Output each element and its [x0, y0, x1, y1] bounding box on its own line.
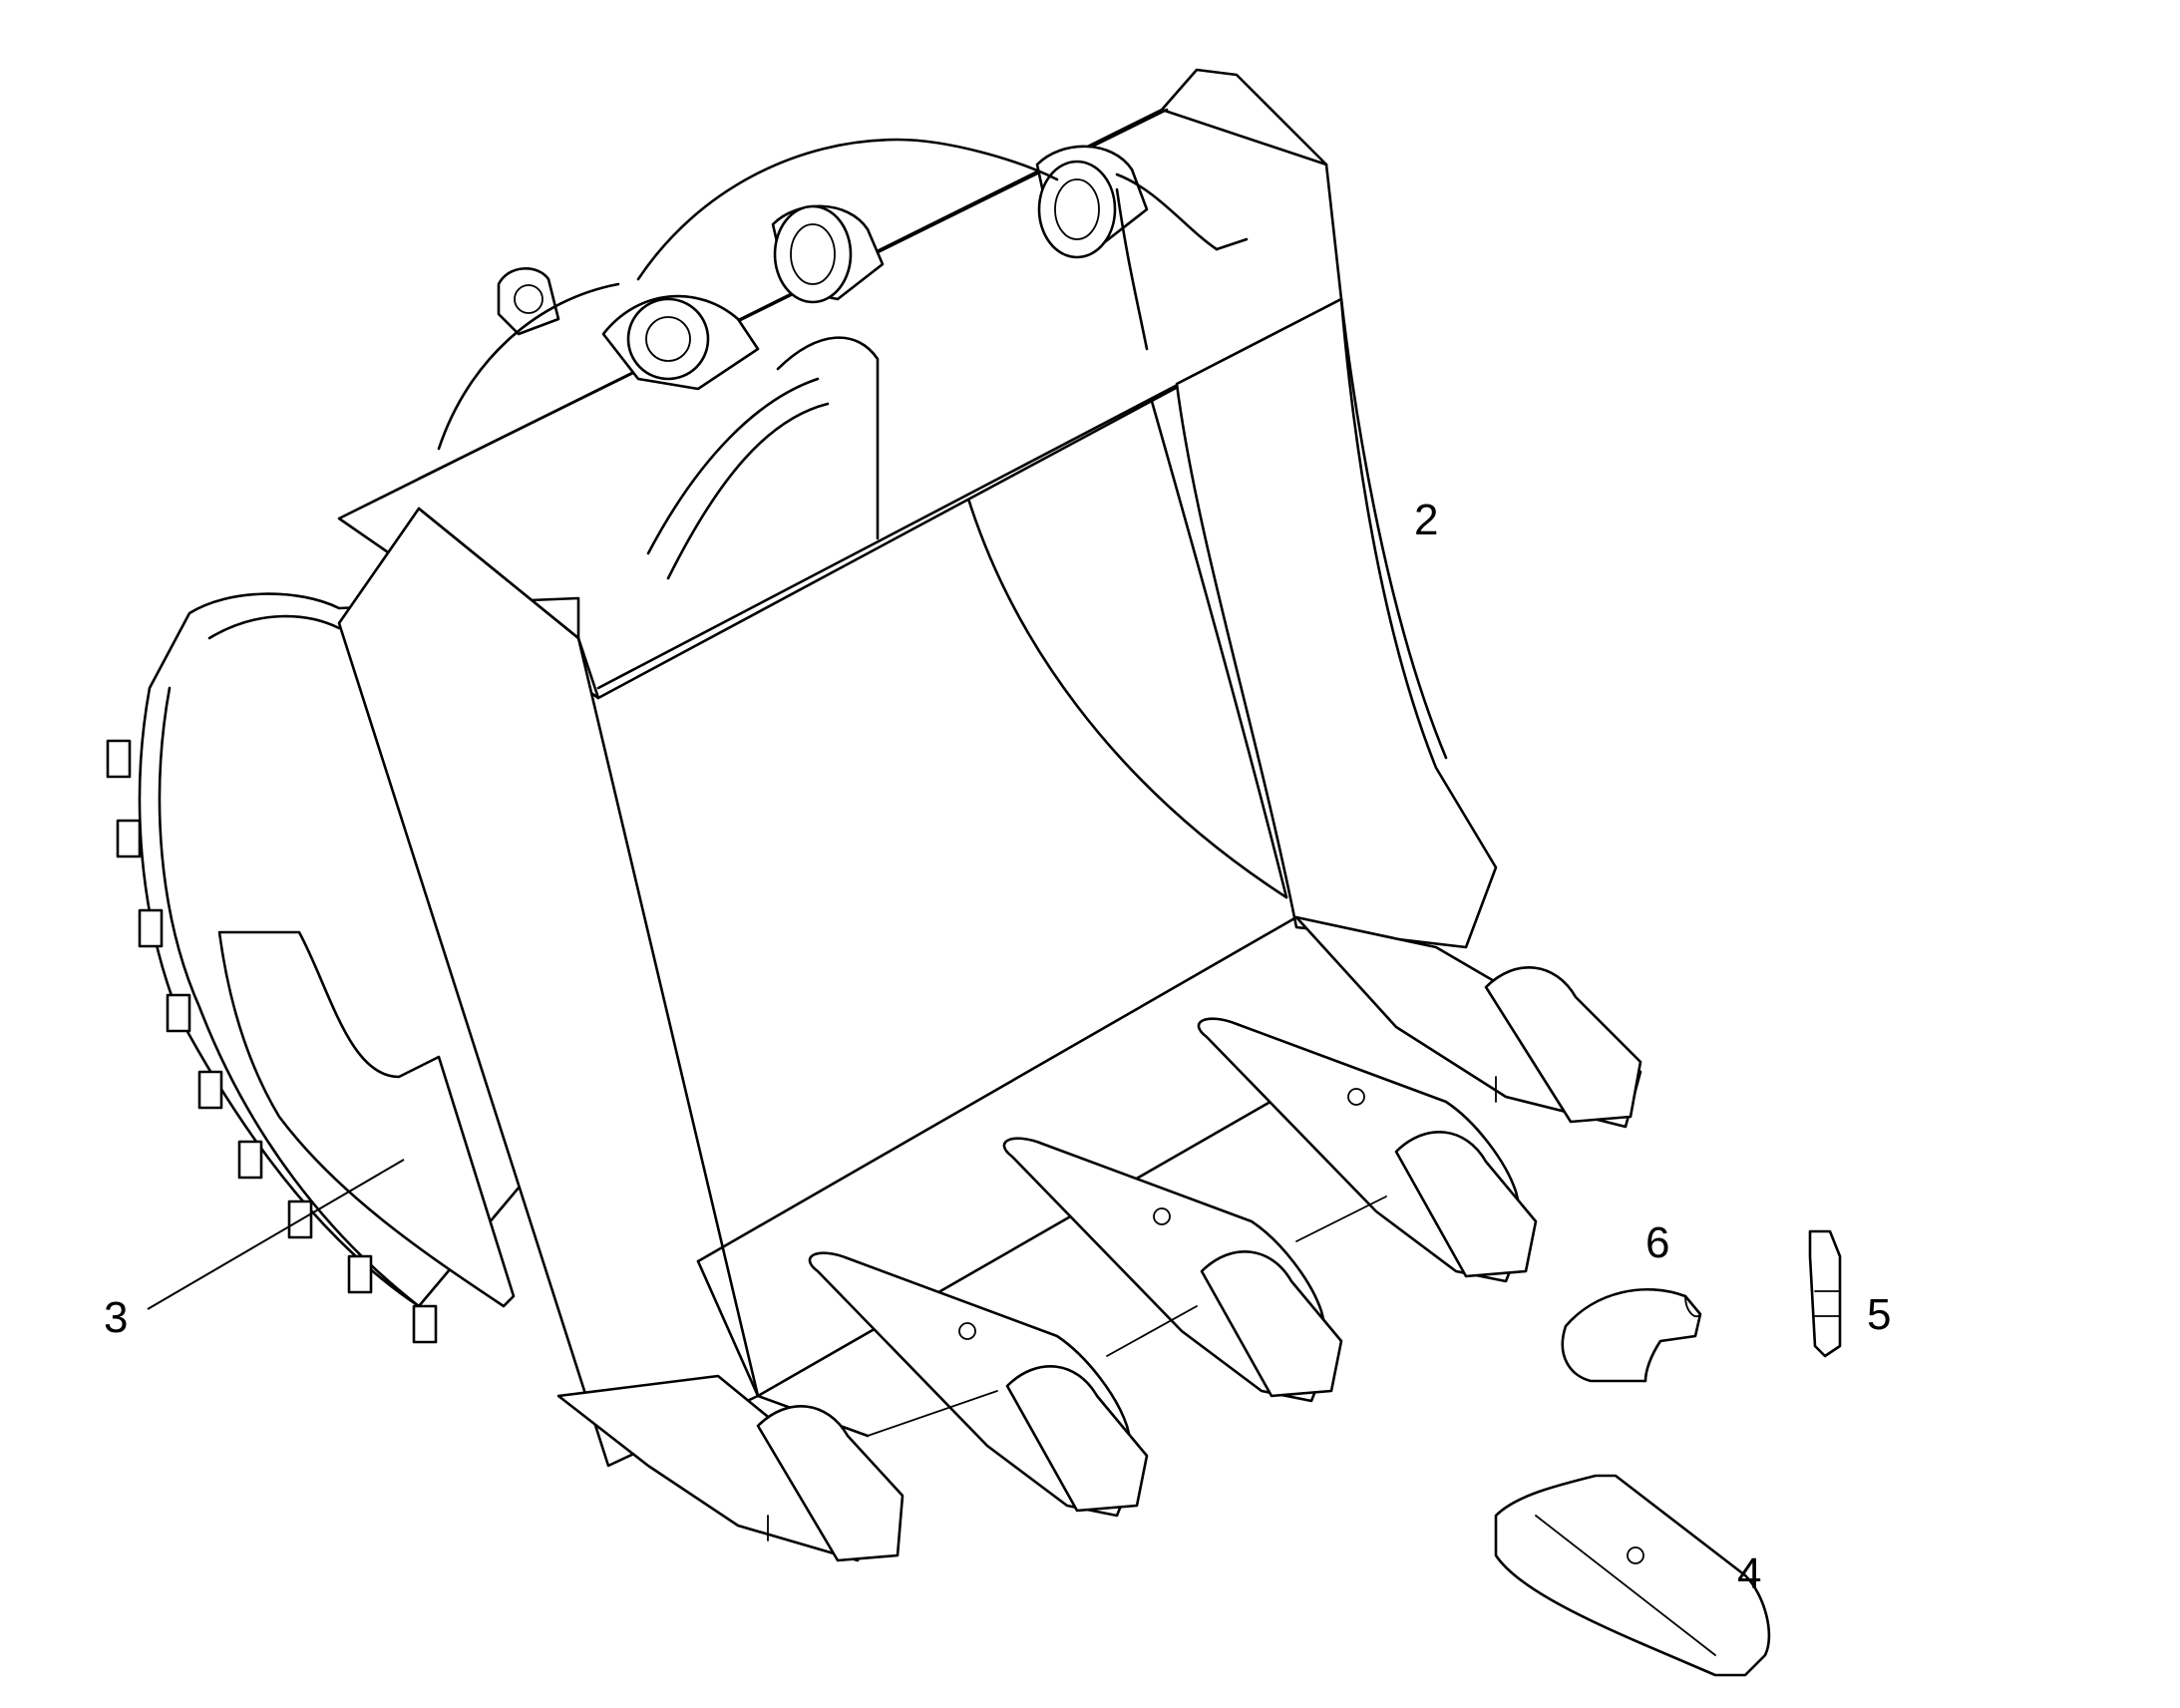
tooth-part: [1494, 1474, 1771, 1677]
lock-pin-part: [1808, 1229, 1842, 1358]
callout-3: 3: [104, 1293, 129, 1342]
bucket-assembly: [106, 68, 1642, 1562]
callout-4: 4: [1737, 1549, 1762, 1598]
mounted-teeth: [808, 1017, 1538, 1518]
callout-2: 2: [1414, 496, 1439, 544]
side-cutter-plate: [217, 930, 516, 1308]
left-wear-strips: [106, 739, 438, 1344]
retainer-part: [1561, 1288, 1702, 1383]
leader-line-3: [147, 1159, 405, 1310]
callout-5: 5: [1867, 1290, 1892, 1339]
callout-6: 6: [1645, 1218, 1670, 1267]
